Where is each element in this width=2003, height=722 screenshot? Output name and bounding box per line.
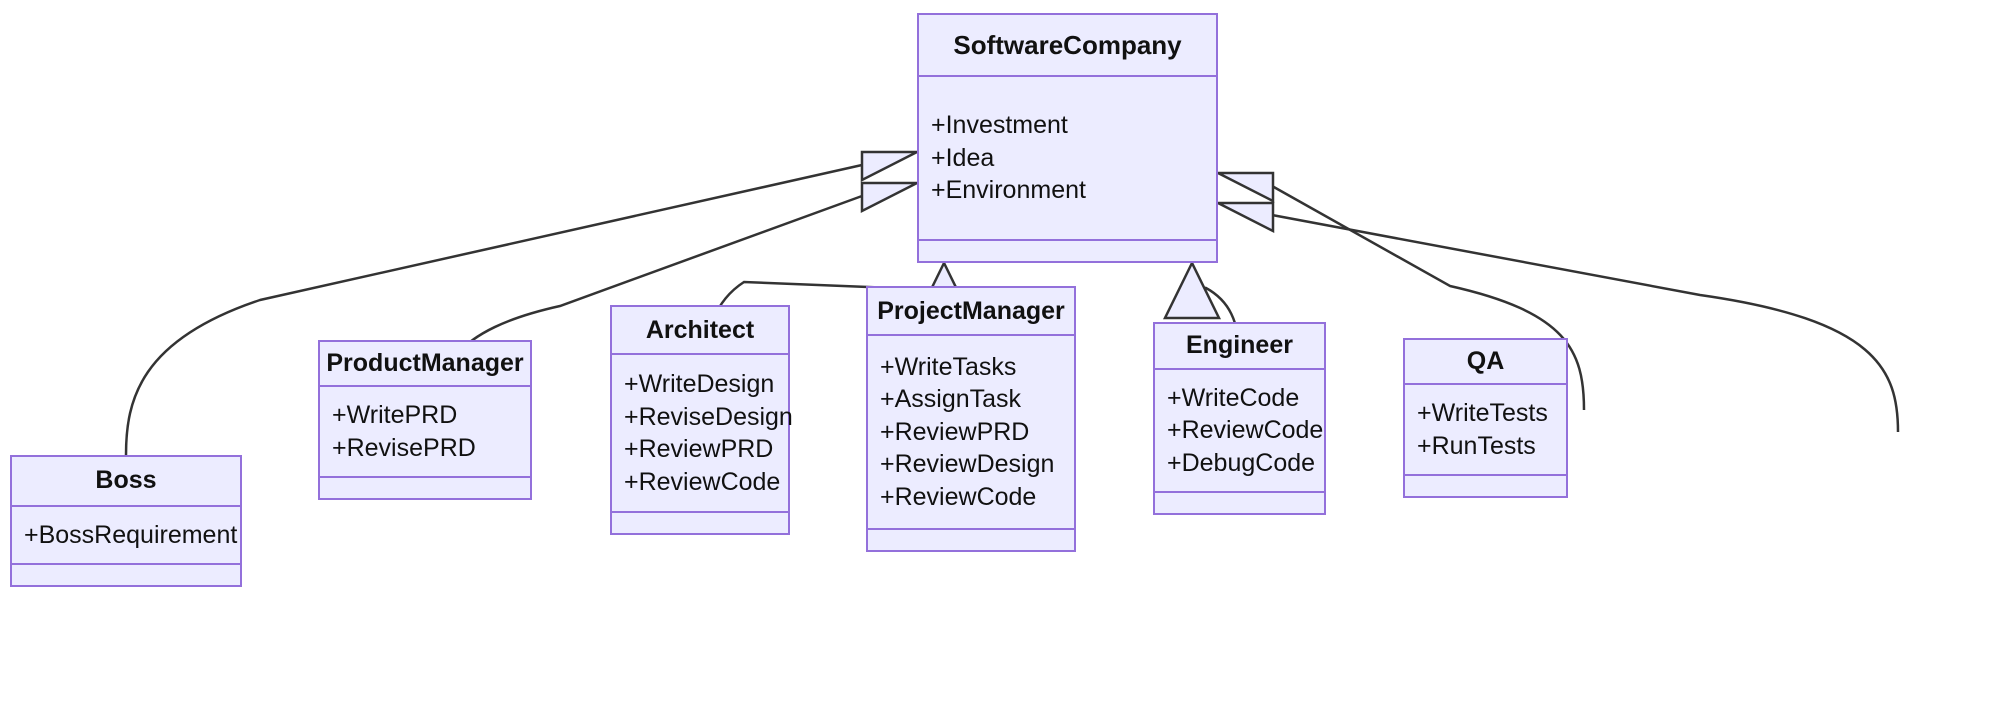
class-members-software-company: +Investment +Idea +Environment [919, 77, 1216, 241]
class-methods-product-manager [320, 478, 530, 498]
member-row: +RunTests [1417, 431, 1536, 460]
member-row: +WriteTasks [880, 352, 1017, 381]
class-title-architect: Architect [612, 307, 788, 355]
class-box-boss[interactable]: Boss +BossRequirement [10, 455, 242, 587]
inheritance-arrowhead [1217, 201, 1275, 234]
member-row: +ReviewDesign [880, 450, 1055, 479]
class-members-boss: +BossRequirement [12, 507, 240, 565]
class-members-engineer: +WriteCode +ReviewCode +DebugCode [1155, 370, 1324, 493]
member-row: +WritePRD [332, 401, 458, 429]
member-row: +Idea [931, 143, 995, 172]
class-box-architect[interactable]: Architect +WriteDesign +ReviseDesign +Re… [610, 305, 793, 535]
inheritance-arrowhead [860, 181, 918, 214]
class-members-product-manager: +WritePRD +RevisePRD [320, 387, 530, 478]
class-methods-architect [612, 513, 788, 533]
member-row: +RevisePRD [332, 433, 476, 462]
inheritance-arrowhead [1162, 260, 1222, 320]
member-row: +ReviewCode [1167, 416, 1324, 444]
class-title-product-manager: ProductManager [320, 342, 530, 387]
class-box-product-manager[interactable]: ProductManager +WritePRD +RevisePRD [318, 340, 532, 500]
member-row: +WriteDesign [624, 370, 775, 398]
member-row: +Environment [931, 176, 1086, 205]
class-methods-software-company [919, 241, 1216, 261]
class-methods-qa [1405, 476, 1566, 496]
class-title-engineer: Engineer [1155, 324, 1324, 370]
member-row: +WriteTests [1417, 399, 1548, 427]
class-title-project-manager: ProjectManager [868, 288, 1074, 336]
member-row: +AssignTask [880, 385, 1022, 414]
member-row: +WriteCode [1167, 383, 1300, 412]
class-box-software-company[interactable]: SoftwareCompany +Investment +Idea +Envir… [917, 13, 1218, 263]
class-box-qa[interactable]: QA +WriteTests +RunTests [1403, 338, 1568, 498]
class-members-qa: +WriteTests +RunTests [1405, 385, 1566, 476]
member-row: +Investment [931, 111, 1068, 140]
member-row: +ReviewCode [880, 482, 1037, 511]
class-title-boss: Boss [12, 457, 240, 507]
class-members-project-manager: +WriteTasks +AssignTask +ReviewPRD +Revi… [868, 336, 1074, 530]
class-box-project-manager[interactable]: ProjectManager +WriteTasks +AssignTask +… [866, 286, 1076, 552]
class-box-engineer[interactable]: Engineer +WriteCode +ReviewCode +DebugCo… [1153, 322, 1326, 515]
class-members-architect: +WriteDesign +ReviseDesign +ReviewPRD +R… [612, 355, 793, 513]
class-methods-project-manager [868, 530, 1074, 550]
inheritance-arrowhead [1217, 171, 1275, 204]
member-row: +ReviseDesign [624, 402, 793, 431]
inheritance-arrowhead [860, 150, 918, 183]
member-row: +ReviewPRD [624, 435, 774, 463]
class-title-qa: QA [1405, 340, 1566, 385]
member-row: +BossRequirement [24, 520, 238, 549]
member-row: +DebugCode [1167, 448, 1316, 477]
member-row: +ReviewPRD [880, 417, 1030, 446]
member-row: +ReviewCode [624, 467, 781, 496]
class-methods-engineer [1155, 493, 1324, 513]
class-methods-boss [12, 565, 240, 585]
class-title-software-company: SoftwareCompany [919, 15, 1216, 77]
